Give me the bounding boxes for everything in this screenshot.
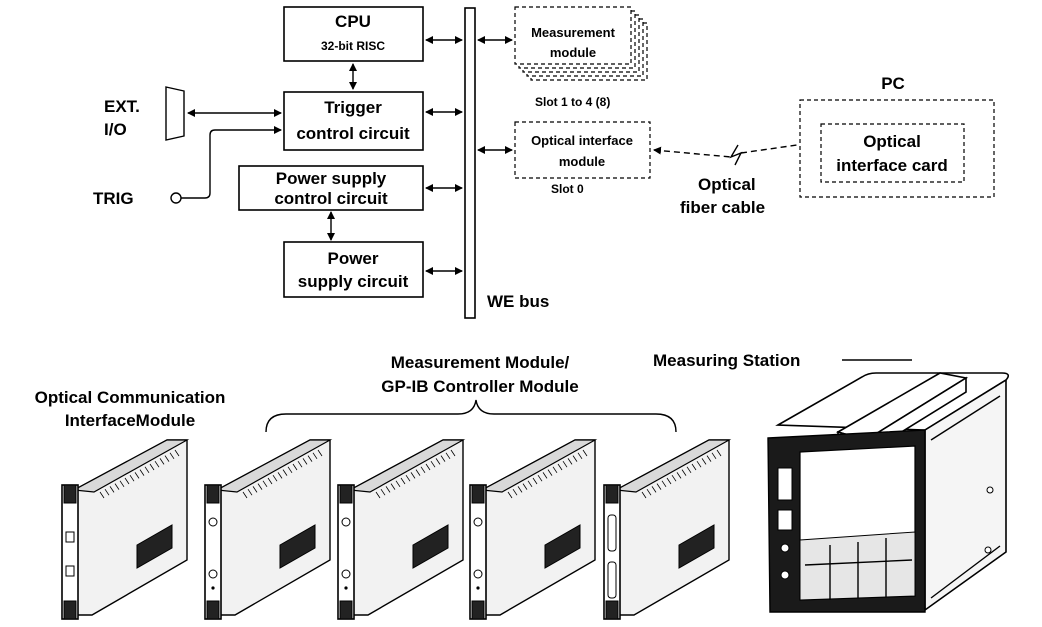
optical-interface-card (61, 439, 190, 620)
station-label: Measuring Station (653, 351, 800, 370)
hardware-illustration: Optical Communication InterfaceModule Me… (35, 351, 1010, 620)
power-line2: supply circuit (298, 272, 409, 291)
measurement-module-line1: Measurement (531, 25, 615, 40)
block-diagram: CPU 32-bit RISC Trigger control circuit … (93, 6, 995, 319)
measurement-card-2 (337, 439, 466, 620)
power-control-line1: Power supply (276, 169, 387, 188)
fiber-break-symbol (729, 144, 743, 166)
fiber-segment-left (653, 146, 732, 158)
meas-group-line2: GP-IB Controller Module (381, 377, 578, 396)
measurement-card-1 (204, 439, 333, 620)
optical-comm-line2: InterfaceModule (65, 411, 195, 430)
power-line1: Power (327, 249, 378, 268)
gpib-controller-card (603, 439, 732, 620)
optical-module-line1: Optical interface (531, 133, 633, 148)
trigger-line1: Trigger (324, 98, 382, 117)
optical-card-line2: interface card (836, 156, 948, 175)
trig-wire (181, 126, 282, 199)
measurement-card-3 (469, 439, 598, 620)
optical-card-line1: Optical (863, 132, 921, 151)
optical-interface-module: Optical interface module (514, 121, 651, 179)
power-control-line2: control circuit (274, 189, 388, 208)
optical-comm-line1: Optical Communication (35, 388, 226, 407)
slot-0-label: Slot 0 (551, 182, 584, 196)
module-group-brace (265, 399, 677, 433)
trigger-line2: control circuit (296, 124, 410, 143)
measuring-station (767, 372, 1010, 613)
pc-block: PC Optical interface card (799, 74, 995, 198)
measurement-module-stack: Measurement module (514, 6, 648, 81)
ext-io-line2: I/O (104, 120, 127, 139)
cpu-block: CPU 32-bit RISC (283, 6, 424, 62)
trigger-control-block: Trigger control circuit (283, 91, 424, 151)
we-bus-label: WE bus (487, 292, 549, 311)
trig-label: TRIG (93, 189, 134, 208)
we-bus (464, 7, 476, 319)
trig-terminal (170, 192, 182, 204)
fiber-line1: Optical (698, 175, 756, 194)
power-control-block: Power supply control circuit (238, 165, 424, 211)
measurement-module-line2: module (550, 45, 596, 60)
ext-io-connector (165, 86, 185, 141)
ext-io-line1: EXT. (104, 97, 140, 116)
cpu-title: CPU (335, 12, 371, 31)
pc-label: PC (881, 74, 905, 93)
module-cards (61, 439, 732, 620)
fiber-line2: fiber cable (680, 198, 765, 217)
power-supply-block: Power supply circuit (283, 241, 424, 298)
cpu-subtitle: 32-bit RISC (321, 39, 385, 53)
optical-module-line2: module (559, 154, 605, 169)
meas-group-line1: Measurement Module/ (391, 353, 570, 372)
slot-1-4-label: Slot 1 to 4 (8) (535, 95, 610, 109)
